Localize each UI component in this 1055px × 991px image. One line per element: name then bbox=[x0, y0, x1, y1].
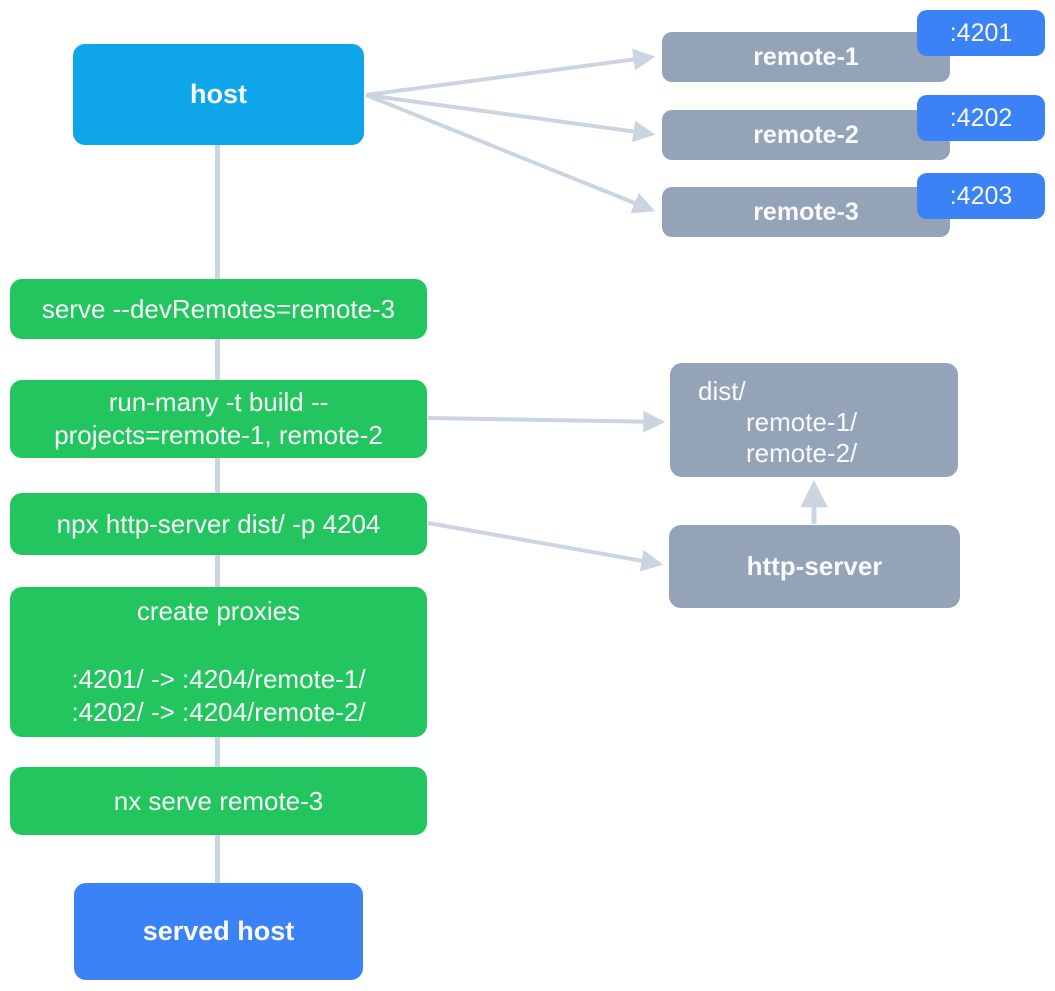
node-remote-2: remote-2 bbox=[662, 110, 950, 160]
edge-host-remote-1 bbox=[365, 48, 656, 97]
step-nx-serve-remote-3-text: nx serve remote-3 bbox=[113, 785, 324, 816]
node-host: host bbox=[73, 44, 364, 145]
remote-2-label: remote-2 bbox=[753, 120, 859, 149]
step-nx-serve-remote-3: nx serve remote-3 bbox=[10, 767, 427, 835]
step-proxy-rule-1: :4201/ -> :4204/remote-1/ bbox=[71, 664, 366, 694]
dist-line-remote-1: remote-1/ bbox=[746, 407, 858, 437]
host-label: host bbox=[190, 79, 247, 109]
step-create-proxies: create proxies :4201/ -> :4204/remote-1/… bbox=[10, 587, 427, 737]
dist-line-remote-2: remote-2/ bbox=[746, 438, 858, 468]
step-run-many-build: run-many -t build -- projects=remote-1, … bbox=[10, 380, 427, 458]
step-run-many-line-1: run-many -t build -- bbox=[108, 387, 329, 417]
step-serve-devremotes: serve --devRemotes=remote-3 bbox=[10, 279, 427, 339]
port-badge-4202: :4202 bbox=[917, 95, 1045, 141]
remote-3-label: remote-3 bbox=[753, 197, 859, 226]
node-http-server: http-server bbox=[669, 525, 960, 608]
dist-line-root: dist/ bbox=[698, 376, 746, 406]
remote-1-label: remote-1 bbox=[753, 42, 859, 71]
edge-runmany-dist bbox=[427, 410, 666, 433]
step-npx-http-server-text: npx http-server dist/ -p 4204 bbox=[56, 508, 381, 539]
served-host-label: served host bbox=[142, 916, 295, 946]
node-remote-1: remote-1 bbox=[662, 32, 950, 82]
port-badge-4201: :4201 bbox=[917, 10, 1045, 56]
port-badge-4203-label: :4203 bbox=[949, 181, 1013, 210]
step-create-proxies-title: create proxies bbox=[136, 596, 301, 626]
edge-host-remote-2 bbox=[365, 93, 656, 143]
step-run-many-line-2: projects=remote-1, remote-2 bbox=[54, 420, 383, 450]
edge-npx-httpserver bbox=[427, 521, 664, 572]
step-proxy-rule-2: :4202/ -> :4204/remote-2/ bbox=[71, 697, 366, 727]
port-badge-4202-label: :4202 bbox=[949, 103, 1013, 132]
step-serve-devremotes-text: serve --devRemotes=remote-3 bbox=[41, 293, 396, 324]
port-badge-4201-label: :4201 bbox=[949, 18, 1013, 47]
node-remote-3: remote-3 bbox=[662, 187, 950, 237]
http-server-label: http-server bbox=[746, 551, 883, 581]
node-served-host: served host bbox=[74, 883, 363, 980]
node-dist-folder: dist/ remote-1/ remote-2/ bbox=[670, 363, 958, 477]
port-badge-4203: :4203 bbox=[917, 173, 1045, 219]
edge-host-remote-3 bbox=[365, 93, 656, 214]
step-npx-http-server: npx http-server dist/ -p 4204 bbox=[10, 493, 427, 555]
